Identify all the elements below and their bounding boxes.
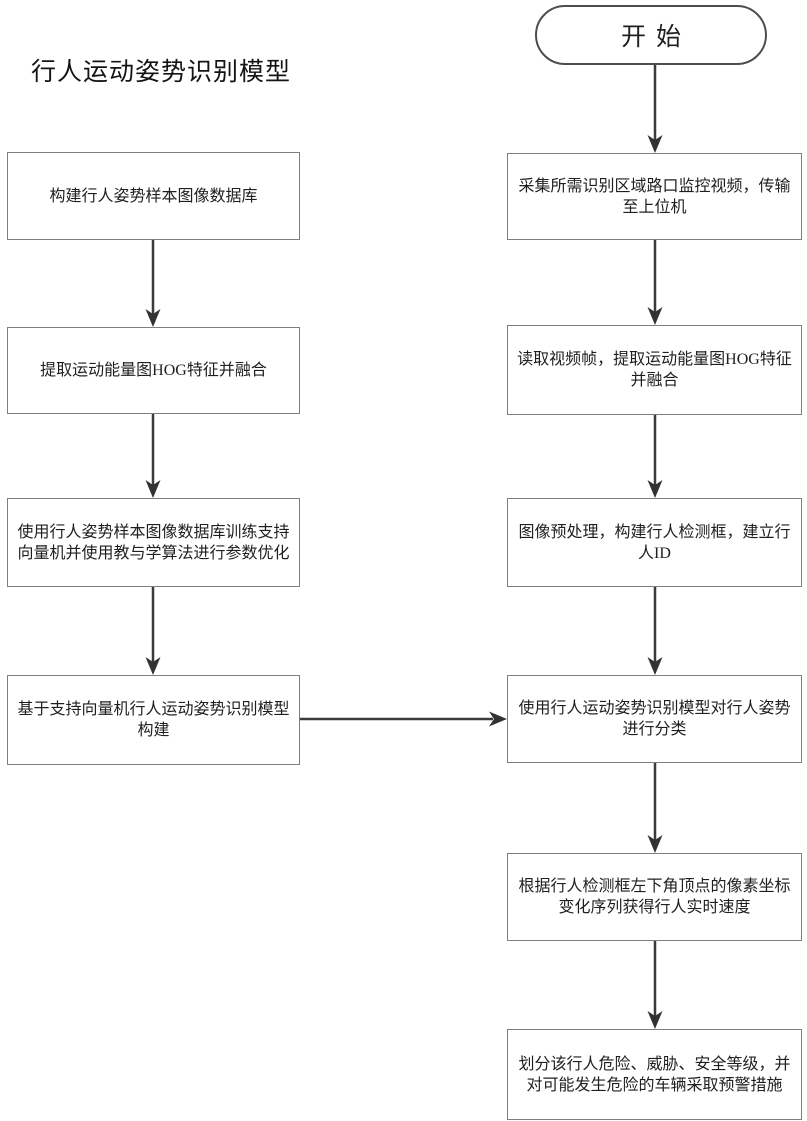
process-box-build-recognition-model: 基于支持向量机行人运动姿势识别模型 构建 [7, 675, 300, 765]
process-box-train-svm: 使用行人姿势样本图像数据库训练支持 向量机并使用教与学算法进行参数优化 [7, 498, 300, 587]
arrow-left-1-to-2 [145, 240, 161, 327]
arrow-right-3-to-4 [647, 587, 663, 675]
arrow-right-5-to-6 [647, 941, 663, 1029]
process-box-collect-video: 采集所需识别区域路口监控视频，传输 至上位机 [507, 153, 802, 240]
arrow-right-4-to-5 [647, 763, 663, 853]
process-box-build-sample-database: 构建行人姿势样本图像数据库 [7, 152, 300, 240]
start-node-label: 开始 [620, 24, 691, 51]
arrow-right-1-to-2 [647, 240, 663, 325]
process-box-extract-hog-features: 提取运动能量图HOG特征并融合 [7, 327, 300, 414]
process-box-classify-posture: 使用行人运动姿势识别模型对行人姿势 进行分类 [507, 675, 802, 763]
page-title: 行人运动姿势识别模型 [31, 59, 292, 86]
arrow-start-to-right-1 [647, 65, 663, 153]
arrow-right-2-to-3 [647, 415, 663, 498]
arrow-left-2-to-3 [145, 414, 161, 498]
arrow-left-3-to-4 [145, 587, 161, 675]
arrow-model-to-classify [300, 711, 507, 727]
start-node: 开始 [535, 5, 767, 65]
process-box-preprocess-detect: 图像预处理，构建行人检测框，建立行 人ID [507, 498, 802, 587]
process-box-read-frames: 读取视频帧，提取运动能量图HOG特征 并融合 [507, 325, 802, 415]
process-box-risk-grading-warning: 划分该行人危险、威胁、安全等级，并 对可能发生危险的车辆采取预警措施 [507, 1029, 802, 1120]
process-box-compute-speed: 根据行人检测框左下角顶点的像素坐标 变化序列获得行人实时速度 [507, 853, 802, 941]
